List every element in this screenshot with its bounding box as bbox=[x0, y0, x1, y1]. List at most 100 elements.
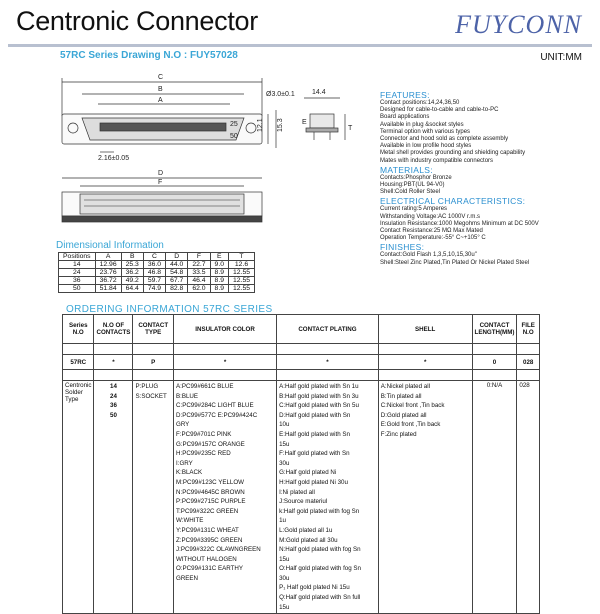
table-cell: 22.7 bbox=[187, 260, 211, 269]
feature-item: Metal shell provides grounding and shiel… bbox=[380, 150, 526, 157]
shell-option: F:Zinc plated bbox=[380, 430, 417, 438]
plating-option: Q:Half gold plated with Sn full bbox=[279, 594, 361, 602]
dim-label-e: E bbox=[302, 119, 307, 126]
table-cell: 82.8 bbox=[165, 284, 189, 293]
insulator-option: A:PC99#661C BLUE bbox=[176, 383, 234, 390]
plating-option: G:Half gold plated Ni bbox=[279, 469, 337, 477]
insulator-option: I:GRY bbox=[176, 459, 193, 467]
dimensional-header-cell: B bbox=[120, 252, 144, 261]
plating-option: I:Ni plated all bbox=[279, 488, 315, 496]
plating-option: 15u bbox=[279, 555, 290, 563]
code-length: 0 bbox=[471, 354, 518, 370]
dim-label-a: A bbox=[158, 97, 163, 104]
finish-item: Shell:Steel Zinc Plated,Tin Plated Or Ni… bbox=[380, 259, 530, 266]
material-item: Contacts:Phosphor Bronze bbox=[380, 174, 452, 181]
header-file: FILE N.O bbox=[516, 314, 540, 344]
table-cell: 49.2 bbox=[120, 276, 144, 285]
table-cell: 64.4 bbox=[120, 284, 144, 293]
dimensional-header-cell: Positions bbox=[58, 252, 96, 261]
header-series: Series N.O bbox=[61, 314, 95, 344]
table-cell: 44.0 bbox=[165, 260, 189, 269]
series-drawing-number: 57RC Series Drawing N.O : FUY57028 bbox=[60, 50, 238, 61]
feature-item: Board applications bbox=[380, 114, 430, 121]
code-type: P bbox=[132, 354, 174, 370]
plating-option: 30u bbox=[279, 574, 290, 582]
contact-count-option: 14 bbox=[110, 383, 117, 390]
finishes-list: Contact:Gold Flash 1,3,5,10,15,30u"Shell… bbox=[380, 252, 594, 266]
dim-label-f: F bbox=[158, 179, 162, 186]
electrical-heading: ELECTRICAL CHARACTERISTICS: bbox=[380, 196, 526, 207]
insulator-option: O:PC99#131C EARTHY bbox=[176, 565, 243, 573]
code-contacts: * bbox=[93, 354, 134, 370]
brand-logo: FUYCONN bbox=[455, 10, 582, 39]
insulator-option: C:PC99#284C LIGHT BLUE bbox=[176, 402, 254, 410]
insulator-option: B:BLUE bbox=[176, 392, 199, 400]
plating-option: 1u bbox=[279, 517, 286, 525]
plating-option: k:Half gold plated with fog Sn bbox=[279, 507, 360, 515]
dimensional-header-cell: T bbox=[227, 252, 256, 261]
detail-insulator: A:PC99#661C BLUE B:BLUE C:PC99#284C LIGHT … bbox=[172, 379, 278, 614]
pin-label-50: 50 bbox=[230, 133, 238, 140]
insulator-option: F:PC99#701C PINK bbox=[176, 430, 232, 438]
table-cell: 12.55 bbox=[227, 268, 256, 277]
table-cell: 62.0 bbox=[187, 284, 211, 293]
materials-heading: MATERIALS: bbox=[380, 164, 433, 175]
table-cell: 23.76 bbox=[94, 268, 122, 277]
insulator-option: K:BLACK bbox=[176, 469, 203, 477]
dimensional-header-cell: C bbox=[142, 252, 167, 261]
insulator-option: Y:PC99#131C WHEAT bbox=[176, 526, 239, 534]
finish-item: Contact:Gold Flash 1,3,5,10,15,30u" bbox=[380, 252, 477, 259]
dim-label-14-4: 14.4 bbox=[312, 89, 326, 96]
insulator-option: GRY bbox=[176, 421, 190, 429]
plating-option: C:Half gold plated with Sn 5u bbox=[279, 402, 359, 410]
table-cell: 50 bbox=[58, 284, 96, 293]
shell-option: E:Gold front ,Tin back bbox=[380, 421, 441, 429]
contact-count-option: 24 bbox=[110, 392, 117, 400]
dim-label-c: C bbox=[158, 74, 163, 81]
insulator-option: H:PC99#235C RED bbox=[176, 450, 231, 458]
dim-label-15-3: 15.3 bbox=[277, 118, 284, 132]
detail-length: 0:N/A bbox=[471, 379, 518, 614]
electrical-item: Withstanding Voltage:AC 1000V r.m.s bbox=[380, 213, 481, 220]
table-cell: 46.4 bbox=[187, 276, 211, 285]
detail-file: 028 bbox=[516, 379, 540, 614]
code-plating: * bbox=[276, 354, 379, 370]
contact-count-option: 36 bbox=[110, 402, 117, 410]
contact-type-option: S:SOCKET bbox=[135, 392, 167, 400]
dim-label-hole: Ø3.0±0.1 bbox=[266, 91, 295, 98]
features-heading: FEATURES: bbox=[380, 90, 430, 100]
plating-option: 30u bbox=[279, 459, 290, 467]
table-cell: 74.9 bbox=[142, 284, 167, 293]
dimensional-header-cell: D bbox=[165, 252, 189, 261]
header-length: CONTACT LENGTH(MM) bbox=[471, 314, 518, 344]
header-contact-type: CONTACT TYPE bbox=[132, 314, 174, 344]
dim-label-t: T bbox=[348, 125, 353, 132]
dimensional-title: Dimensional Information bbox=[56, 240, 164, 251]
header-insulator: INSULATOR COLOR bbox=[172, 314, 278, 344]
table-cell: 51.84 bbox=[94, 284, 122, 293]
table-cell: 46.8 bbox=[142, 268, 167, 277]
pin-label-25: 25 bbox=[230, 121, 238, 128]
shell-option: D:Gold plated all bbox=[380, 411, 427, 419]
insulator-option: Z:PC99#3395C GREEN bbox=[176, 536, 243, 544]
dim-label-12-1: 12.1 bbox=[257, 118, 264, 132]
ordering-table: Series N.O N.O OF CONTACTS CONTACT TYPE … bbox=[61, 314, 540, 614]
plating-option: J:Source materiul bbox=[279, 498, 328, 506]
table-cell: 36.72 bbox=[94, 276, 122, 285]
insulator-option: D:PC99#577C E:PC99#424C bbox=[176, 411, 258, 419]
shell-option: B:Tin plated all bbox=[380, 392, 422, 400]
feature-item: Contact positions:14,24,36,50 bbox=[380, 100, 460, 106]
dim-label-b: B bbox=[158, 86, 163, 93]
feature-item: Terminal option with various types bbox=[380, 128, 471, 135]
dim-label-pitch: 2.16±0.05 bbox=[98, 155, 129, 162]
plating-option: M:Gold plated all 30u bbox=[279, 536, 338, 544]
insulator-option: P:PC99#2715C PURPLE bbox=[176, 498, 246, 506]
table-cell: 33.5 bbox=[187, 268, 211, 277]
